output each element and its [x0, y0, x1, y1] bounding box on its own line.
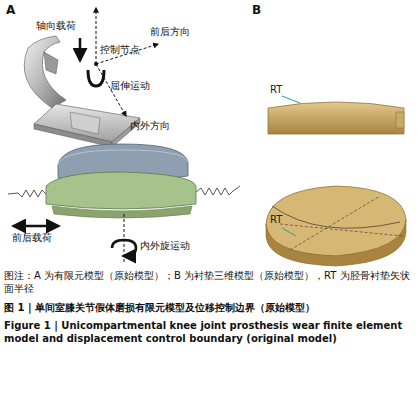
spring — [8, 186, 240, 197]
radius-label: RT — [270, 214, 282, 227]
insert-side-view — [268, 96, 404, 134]
axis-label: 前后载荷 — [12, 232, 52, 245]
load-axes — [80, 8, 158, 116]
figure-note: 图注：A 为有限元模型（原始模型）；B 为衬垫三维模型（原始模型），RT 为胫骨… — [4, 270, 414, 295]
axis-label: 轴向载荷 — [36, 20, 76, 33]
panel-letter: B — [252, 3, 261, 18]
axis-label: 内外旋运动 — [140, 240, 190, 253]
femoral-component — [24, 36, 66, 108]
tibial-insert — [46, 172, 196, 218]
figure-caption: 图 1 | 单间室膝关节假体磨损有限元模型及位移控制边界（原始模型） — [4, 302, 414, 315]
tibial-tray — [34, 104, 140, 147]
axis-label: 前后方向 — [150, 26, 190, 39]
insert-3d — [266, 186, 406, 266]
figure-caption-en: Figure 1 | Unicompartmental knee joint p… — [4, 320, 414, 345]
axis-label: 屈伸运动 — [110, 80, 150, 93]
panel-letter: A — [6, 3, 15, 18]
radius-label: RT — [270, 84, 282, 97]
axis-label: 内外方向 — [130, 120, 170, 133]
axis-label: 控制节点 — [100, 44, 140, 57]
